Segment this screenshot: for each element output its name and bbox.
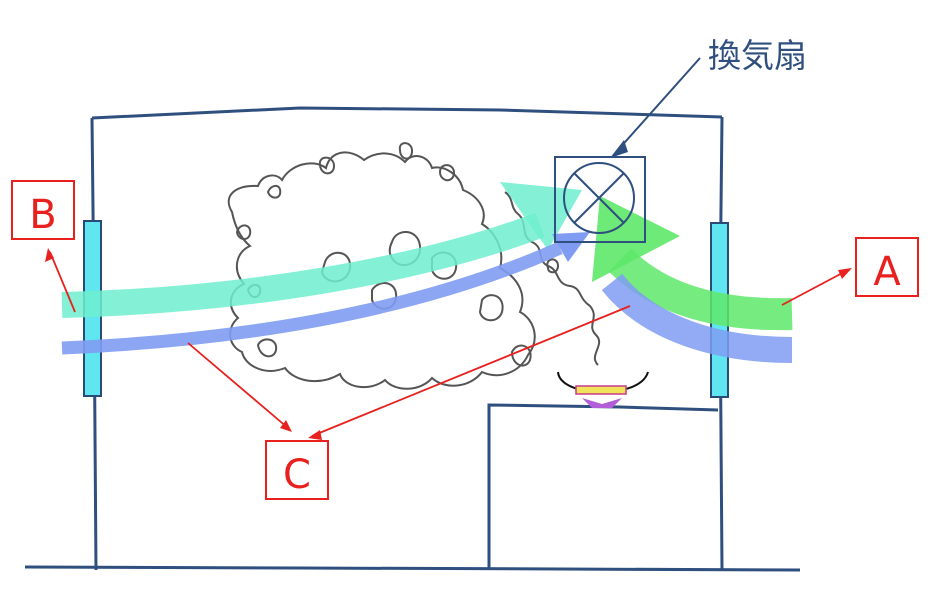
- label-a: A: [873, 249, 901, 295]
- label-box-a: [855, 237, 919, 297]
- pointer-c-right: [311, 305, 631, 437]
- smoke-trail-loop: [546, 258, 560, 274]
- smoke-trail: [504, 191, 601, 366]
- label-box-b: [11, 180, 75, 240]
- label-box-c: [265, 440, 329, 500]
- pointer-a: [781, 269, 849, 306]
- label-b: B: [29, 192, 56, 238]
- airflow-c-right: [601, 273, 793, 363]
- airflow-c-left-arrowhead: [552, 232, 590, 262]
- pointer-c-left-head: [280, 420, 292, 432]
- airflow-b: [61, 212, 545, 318]
- label-c: C: [283, 452, 311, 498]
- airflow-c-left: [61, 242, 563, 355]
- pointer-b: [49, 251, 76, 313]
- fan-x-icon: [563, 162, 635, 234]
- floor-line: [24, 565, 801, 572]
- cooking-pan-icon: [557, 371, 649, 395]
- fan-frame: [554, 156, 646, 243]
- pointer-a-head: [838, 268, 852, 279]
- room-ceiling: [91, 106, 723, 120]
- kitchen-counter: [487, 403, 719, 568]
- airflow-b-arrowhead: [500, 182, 582, 250]
- fan-label-pointer: [617, 57, 701, 151]
- ventilation-fan: [554, 156, 646, 243]
- pointer-b-head: [45, 248, 54, 262]
- stove-flame-icon: [582, 398, 622, 408]
- pointer-c-right-head: [308, 430, 322, 440]
- pointer-c-left: [187, 342, 289, 429]
- airflow-a-arrowhead: [592, 196, 680, 282]
- airflow-a: [608, 248, 793, 331]
- fan-label: 換気扇: [708, 36, 807, 75]
